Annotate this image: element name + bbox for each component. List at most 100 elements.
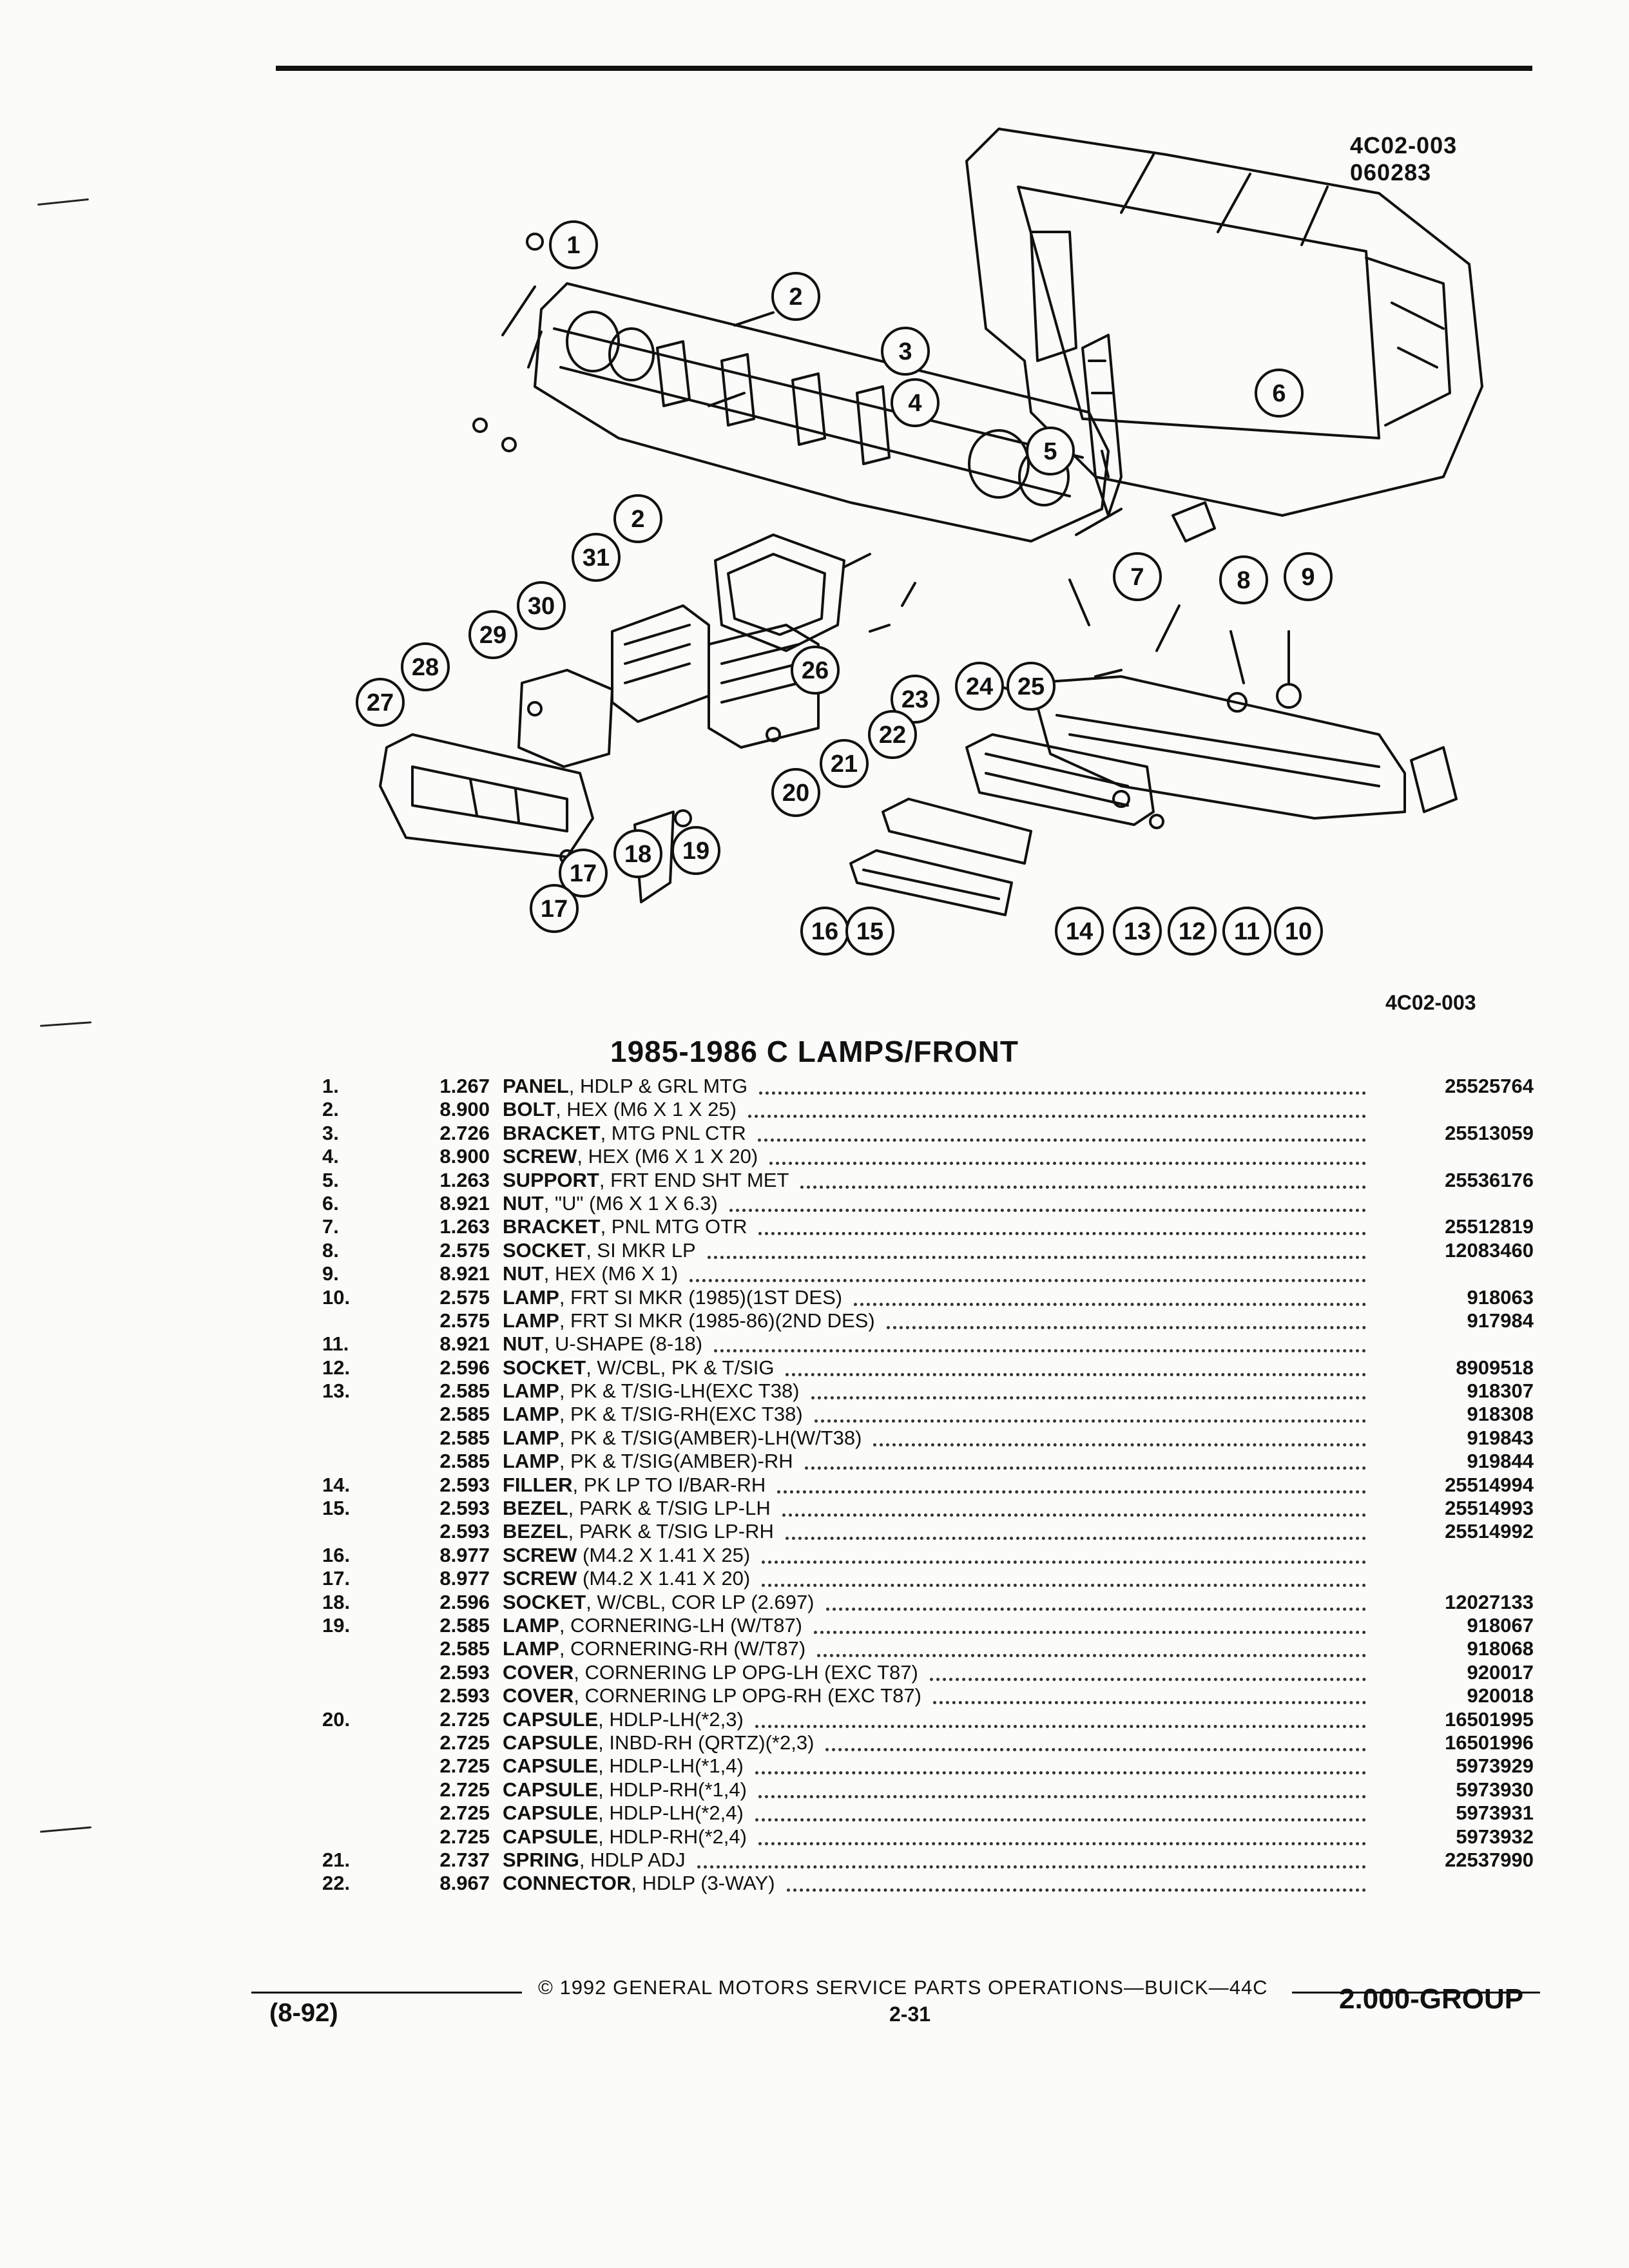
callout-7: 7	[1113, 552, 1162, 601]
footer-rule	[251, 1992, 522, 1994]
callout-circle	[1026, 427, 1075, 476]
callout-number: 14	[1066, 918, 1093, 945]
callout-circle	[1007, 662, 1055, 711]
callout-18: 18	[613, 829, 662, 878]
callout-29: 29	[468, 610, 517, 659]
part-number: 918068	[1467, 1637, 1534, 1660]
callout-circle	[1168, 907, 1217, 956]
part-detail: , PK & T/SIG(AMBER)-RH	[559, 1450, 793, 1473]
callout-number: 17	[541, 896, 568, 923]
callout-circle	[671, 826, 720, 875]
group-number: 2.585	[439, 1379, 490, 1403]
sheet-metal-support-drawing	[965, 128, 1483, 517]
callout-2: 2	[771, 272, 820, 321]
part-number: 920017	[1467, 1660, 1534, 1684]
part-description: LAMP, CORNERING-LH (W/T87)	[503, 1614, 1629, 1637]
part-number: 918063	[1467, 1285, 1534, 1309]
group-number: 2.725	[439, 1754, 490, 1778]
part-name: LAMP	[503, 1637, 559, 1660]
dot-leader	[854, 1302, 1366, 1306]
dot-leader	[762, 1560, 1366, 1564]
part-detail: , HDLP-LH(*1,4)	[598, 1754, 744, 1778]
callout-circle	[771, 272, 820, 321]
side-marker-lamp-drawing	[1410, 746, 1458, 813]
panel-bracket-drawing	[1171, 501, 1216, 543]
callout-circle	[517, 581, 566, 630]
part-description: CAPSULE, INBD-RH (QRTZ)(*2,3)	[503, 1731, 1629, 1754]
page-number: 2-31	[889, 2003, 931, 2026]
part-description: LAMP, PK & T/SIG(AMBER)-LH(W/T38)	[503, 1427, 1629, 1450]
item-number: 5.	[322, 1168, 339, 1191]
headlamp-capsule-drawing	[708, 624, 820, 749]
part-number: 12027133	[1445, 1590, 1534, 1613]
callout-8: 8	[1219, 555, 1268, 604]
callout-28: 28	[401, 642, 450, 691]
figure-code-line: 4C02-003	[1350, 132, 1458, 159]
item-number: 10.	[322, 1285, 351, 1309]
callout-19: 19	[671, 826, 720, 875]
part-name: LAMP	[503, 1285, 559, 1309]
part-description: BOLT, HEX (M6 X 1 X 25)	[503, 1098, 1629, 1121]
callout-number: 20	[782, 780, 809, 807]
part-name: BEZEL	[503, 1520, 568, 1543]
bumper-drawing	[1030, 675, 1406, 820]
callout-circle	[1113, 907, 1162, 956]
part-name: NUT	[503, 1262, 544, 1285]
item-number: 12.	[322, 1356, 351, 1379]
callout-number: 2	[789, 284, 802, 311]
part-description: BRACKET, PNL MTG OTR	[503, 1215, 1629, 1238]
group-number: 8.900	[439, 1145, 490, 1168]
part-description: PANEL, HDLP & GRL MTG	[503, 1075, 1629, 1098]
dot-leader	[758, 1232, 1366, 1236]
callout-number: 2	[631, 506, 644, 533]
callout-number: 28	[412, 654, 439, 681]
dot-leader	[757, 1138, 1366, 1142]
callout-circle	[1274, 907, 1323, 956]
group-number: 2.593	[439, 1684, 490, 1707]
part-description: SPRING, HDLP ADJ	[503, 1849, 1629, 1872]
part-name: COVER	[503, 1660, 574, 1684]
callout-number: 29	[479, 622, 506, 649]
callout-1: 1	[549, 220, 598, 269]
part-name: SCREW	[503, 1567, 577, 1590]
group-number: 2.585	[439, 1450, 490, 1473]
item-number: 22.	[322, 1872, 351, 1895]
callout-12: 12	[1168, 907, 1217, 956]
dot-leader	[811, 1396, 1366, 1400]
callout-27: 27	[356, 678, 405, 727]
item-number: 13.	[322, 1379, 351, 1403]
dot-leader	[777, 1490, 1366, 1494]
group-number: 2.585	[439, 1637, 490, 1660]
part-detail: , W/CBL, PK & T/SIG	[586, 1356, 775, 1379]
part-detail: , W/CBL, COR LP (2.697)	[586, 1590, 815, 1613]
part-description: SCREW, HEX (M6 X 1 X 20)	[503, 1145, 1629, 1168]
callout-circle	[1055, 907, 1104, 956]
item-number: 17.	[322, 1567, 351, 1590]
group-number: 2.575	[439, 1238, 490, 1262]
part-detail: , PK LP TO I/BAR-RH	[572, 1473, 766, 1496]
callout-6: 6	[1255, 369, 1304, 418]
callout-circle	[613, 494, 662, 543]
part-description: CAPSULE, HDLP-LH(*2,4)	[503, 1802, 1629, 1825]
callout-25: 25	[1007, 662, 1055, 711]
part-detail: , INBD-RH (QRTZ)(*2,3)	[598, 1731, 815, 1754]
group-number: 8.967	[439, 1872, 490, 1895]
part-description: SCREW (M4.2 X 1.41 X 25)	[503, 1544, 1629, 1567]
part-detail: , FRT END SHT MET	[599, 1168, 789, 1191]
part-description: NUT, "U" (M6 X 1 X 6.3)	[503, 1192, 1629, 1215]
part-name: CAPSULE	[503, 1778, 599, 1801]
part-detail: (M4.2 X 1.41 X 20)	[577, 1567, 751, 1590]
